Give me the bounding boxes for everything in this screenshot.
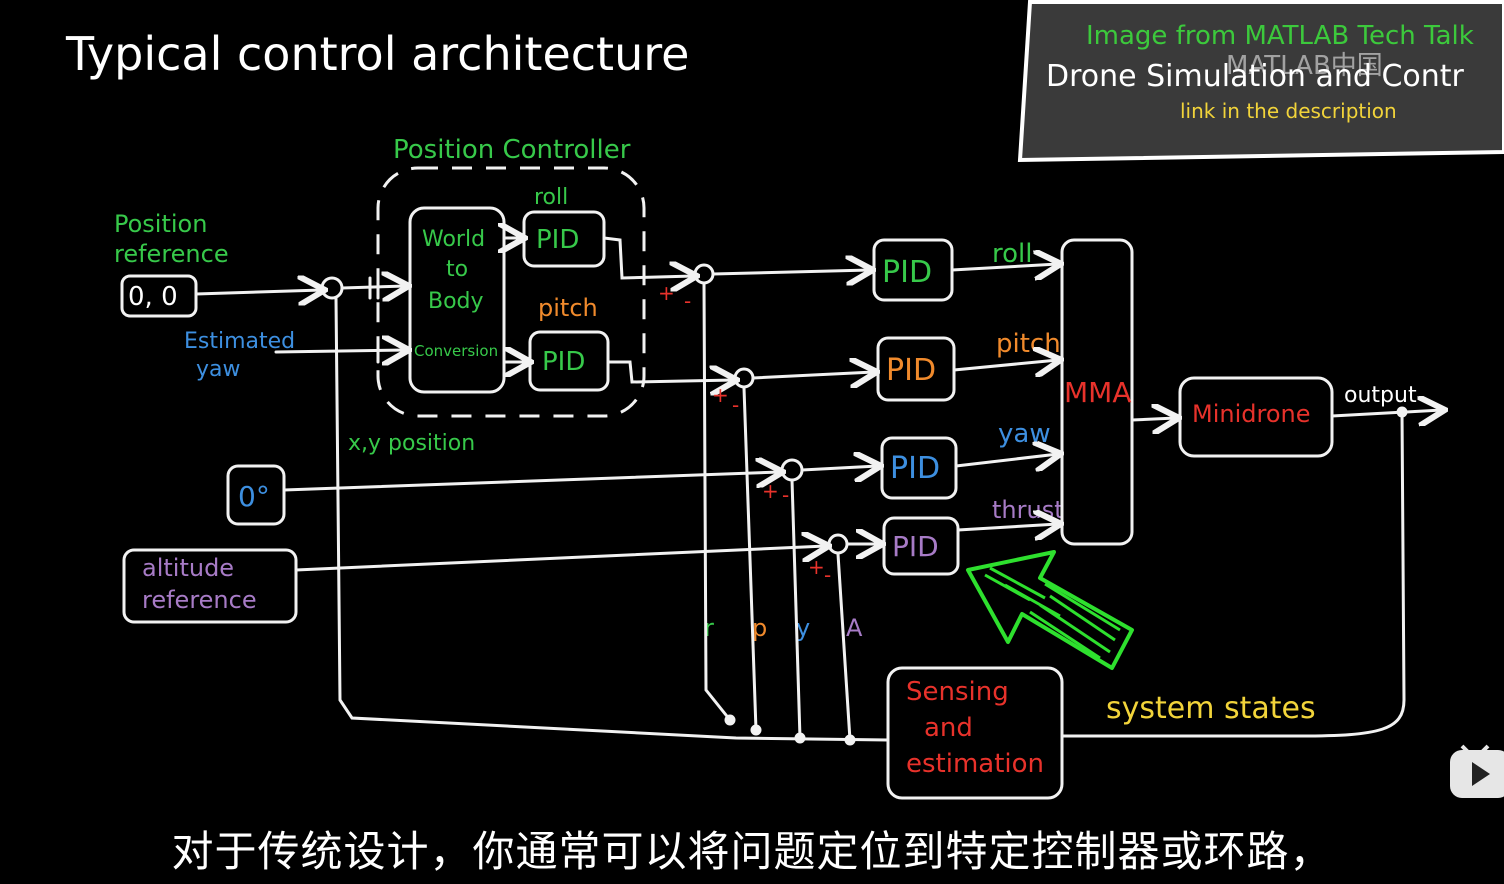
outer-pid-thrust-label: PID bbox=[892, 530, 939, 563]
altitude-reference-line-2: reference bbox=[142, 586, 257, 614]
sum-alt-plus: + bbox=[808, 555, 825, 579]
signal-wires bbox=[194, 238, 1442, 746]
position-controller-region bbox=[376, 166, 646, 418]
xy-position-label: x,y position bbox=[348, 431, 475, 456]
estimated-yaw-label-1: Estimated bbox=[184, 329, 295, 354]
system-states-label: system states bbox=[1106, 691, 1316, 726]
minidrone-label: Minidrone bbox=[1192, 400, 1311, 428]
output-label: output bbox=[1344, 383, 1417, 408]
sensing-line-3: estimation bbox=[906, 749, 1044, 779]
highlight-arrow bbox=[966, 550, 1134, 670]
inset-link: link in the description bbox=[1180, 99, 1397, 123]
sum-yaw-plus: + bbox=[762, 479, 779, 503]
conversion-line-3: Body bbox=[428, 289, 484, 314]
inner-pitch-pid-label: PID bbox=[542, 347, 585, 377]
position-reference-block bbox=[120, 274, 198, 318]
yaw-reference-block bbox=[226, 464, 286, 526]
yaw-output-label: yaw bbox=[998, 419, 1051, 449]
outer-pid-roll-label: PID bbox=[882, 255, 932, 290]
feedback-letter-y: y bbox=[796, 614, 810, 642]
position-controller-label: Position Controller bbox=[393, 135, 631, 165]
sum-pitch-plus: + bbox=[712, 383, 729, 407]
inner-roll-pid-label: PID bbox=[536, 225, 579, 255]
sum-roll-plus: + bbox=[658, 281, 675, 305]
estimated-yaw-label-2: yaw bbox=[196, 357, 241, 382]
mma-label: MMA bbox=[1064, 376, 1131, 409]
feedback-letter-p: p bbox=[752, 614, 767, 642]
mma-block bbox=[1060, 238, 1134, 546]
altitude-reference-block bbox=[122, 548, 298, 624]
subtitle-caption: 对于传统设计，你通常可以将问题定位到特定控制器或环路， bbox=[171, 827, 1333, 876]
outer-pid-yaw-label: PID bbox=[890, 451, 940, 486]
position-reference-value: 0, 0 bbox=[128, 282, 178, 312]
feedback-letter-r: r bbox=[704, 614, 714, 642]
conversion-line-4: Conversion bbox=[414, 342, 498, 360]
position-reference-label-1: Position bbox=[114, 210, 207, 238]
thrust-output-label: thrust bbox=[992, 496, 1064, 524]
inset-credit: Image from MATLAB Tech Talk bbox=[1086, 21, 1474, 51]
outer-pid-pitch-label: PID bbox=[886, 353, 936, 388]
sum-pitch-minus: - bbox=[732, 393, 739, 417]
conversion-line-1: World bbox=[422, 227, 485, 252]
altitude-reference-line-1: altitude bbox=[142, 554, 234, 582]
sensing-line-2: and bbox=[924, 713, 973, 743]
feedback-letter-a: A bbox=[846, 614, 863, 642]
bilibili-play-icon[interactable] bbox=[1448, 738, 1504, 802]
sensing-block bbox=[886, 666, 1064, 800]
inset-video-title: Drone Simulation and Contr bbox=[1046, 59, 1465, 94]
yaw-reference-value: 0° bbox=[238, 480, 270, 513]
roll-output-label: roll bbox=[992, 239, 1032, 269]
pitch-output-label: pitch bbox=[996, 329, 1061, 359]
inset-watermark: MATLAB中国 bbox=[1226, 51, 1383, 81]
sum-roll-minus: - bbox=[684, 289, 691, 313]
slide-title: Typical control architecture bbox=[65, 27, 689, 81]
inner-pitch-label: pitch bbox=[538, 294, 598, 322]
sensing-line-1: Sensing bbox=[906, 677, 1009, 707]
video-inset: Image from MATLAB Tech Talk MATLAB中国 Dro… bbox=[1017, 0, 1504, 163]
inner-roll-label: roll bbox=[534, 185, 568, 210]
sum-yaw-minus: - bbox=[782, 483, 789, 507]
position-reference-label-2: reference bbox=[114, 240, 229, 268]
conversion-line-2: to bbox=[446, 257, 468, 282]
sum-alt-minus: - bbox=[824, 563, 831, 587]
